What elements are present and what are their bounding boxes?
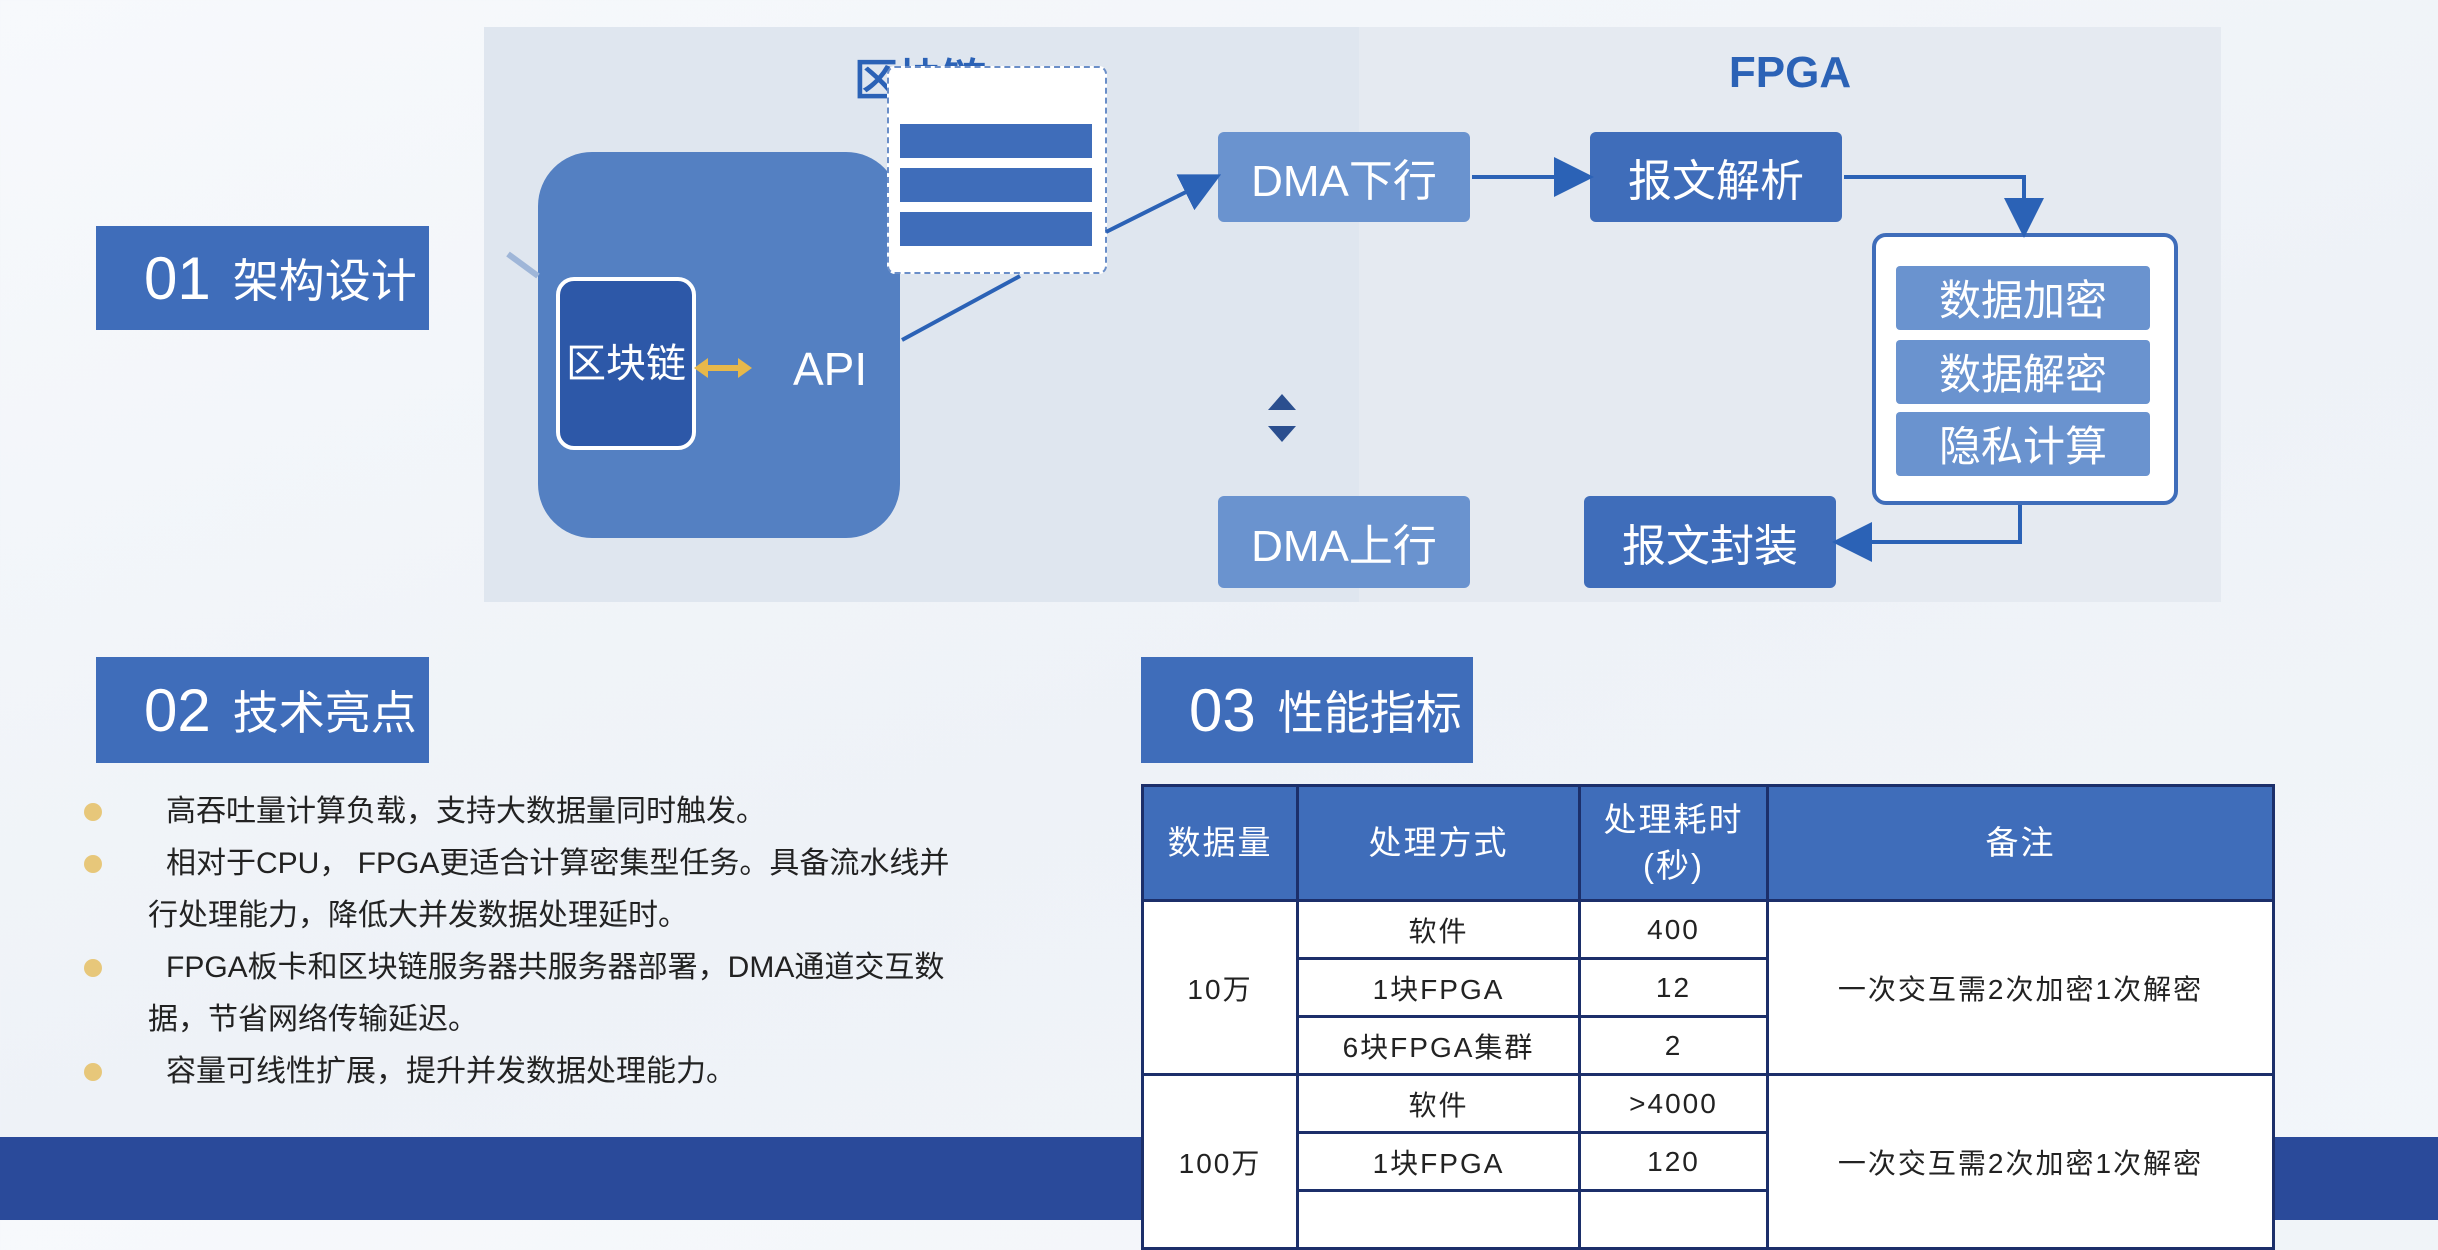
cell-method: 1块FPGA [1296, 957, 1581, 1018]
privacy-compute-node: 隐私计算 [1896, 412, 2150, 476]
cell-note: 一次交互需2次加密1次解密 [1766, 899, 2275, 1076]
table-row: 10万 软件 400 一次交互需2次加密1次解密 [1141, 899, 2275, 1076]
bullet-dot [84, 959, 102, 977]
decrypt-node: 数据解密 [1896, 340, 2150, 404]
highlight-line: 相对于CPU， FPGA更适合计算密集型任务。具备流水线并 [166, 847, 950, 880]
group-to-pack-arrow [1832, 505, 2022, 562]
cell-time: 12 [1578, 957, 1769, 1018]
cell-method: 软件 [1296, 899, 1581, 960]
section-number: 02 [144, 676, 211, 744]
highlight-item: 容量可线性扩展，提升并发数据处理能力。 [166, 1046, 1026, 1098]
bullet-dot [84, 855, 102, 873]
performance-table: 数据量 处理方式 处理耗时 (秒) 备注 10万 软件 400 一次交互需2次加… [1141, 784, 2275, 1250]
cell-method: 1块FPGA [1296, 1131, 1581, 1192]
section-title: 架构设计 [232, 255, 417, 307]
bullet-dot [84, 803, 102, 821]
connector-stub [506, 251, 540, 279]
message-parse-node: 报文解析 [1590, 132, 1842, 222]
diagram-arrows [506, 157, 2044, 562]
header-time-label: 处理耗时 [1603, 801, 1744, 838]
cell-time: >4000 [1578, 1073, 1769, 1134]
section-title: 性能指标 [1277, 687, 1462, 739]
section-number: 01 [144, 244, 211, 312]
section-header-performance: 03 性能指标 [1141, 657, 1473, 763]
blockchain-node: 区块链 [556, 277, 696, 450]
parse-to-group-arrow [1844, 175, 2044, 238]
fpga-title: FPGA [1728, 48, 1852, 97]
section-header-architecture: 01 架构设计 [96, 226, 429, 330]
cell-method: 软件 [1296, 1073, 1581, 1134]
cell-volume: 10万 [1141, 899, 1299, 1076]
highlight-line: FPGA板卡和区块链服务器共服务器部署，DMA通道交互数 [166, 951, 945, 984]
highlight-line: 行处理能力，降低大并发数据处理延时。 [148, 899, 688, 932]
table-row: 1块FPGA 12 [1143, 957, 2274, 1018]
dma-down-node: DMA下行 [1218, 132, 1470, 222]
header-volume: 数据量 [1141, 784, 1299, 902]
cell-time: 2 [1578, 1015, 1769, 1076]
section-header-tech: 02 技术亮点 [96, 657, 429, 763]
highlight-item: FPGA板卡和区块链服务器共服务器部署，DMA通道交互数 据，节省网络传输延迟。 [148, 942, 1028, 1046]
bidirectional-arrow-icon [694, 358, 752, 378]
header-note: 备注 [1766, 784, 2275, 902]
table-row: 1块FPGA 120 [1143, 1131, 2274, 1192]
table-row: 6块FPGA集群 2 [1143, 1015, 2274, 1076]
encrypt-node: 数据加密 [1896, 266, 2150, 330]
api-to-dma-arrow [901, 174, 1222, 342]
highlight-line: 容量可线性扩展，提升并发数据处理能力。 [166, 1055, 736, 1088]
cell-method: 6块FPGA集群 [1296, 1015, 1581, 1076]
highlight-item: 相对于CPU， FPGA更适合计算密集型任务。具备流水线并 行处理能力，降低大并… [148, 838, 1028, 942]
section-number: 03 [1189, 676, 1256, 744]
table-row: 100万 软件 >4000 一次交互需2次加密1次解密 [1141, 1073, 2275, 1250]
header-time: 处理耗时 (秒) [1578, 784, 1769, 902]
api-label: API [793, 343, 868, 395]
bullet-dot [84, 1063, 102, 1081]
message-pack-node: 报文封装 [1584, 496, 1836, 588]
ledger-block-bar [900, 212, 1092, 246]
updown-arrow-icon [1268, 394, 1296, 442]
header-time-unit: (秒) [1643, 847, 1704, 884]
cell-note: 一次交互需2次加密1次解密 [1766, 1073, 2275, 1250]
ledger-block-bar [900, 124, 1092, 158]
ledger-block-bar [900, 168, 1092, 202]
cell-time: 120 [1578, 1131, 1769, 1192]
cell-volume: 100万 [1141, 1073, 1299, 1250]
header-method: 处理方式 [1296, 784, 1581, 902]
highlight-line: 据，节省网络传输延迟。 [148, 1003, 478, 1036]
table-header-row: 数据量 处理方式 处理耗时 (秒) 备注 [1141, 784, 2275, 902]
highlight-item: 高吞吐量计算负载，支持大数据量同时触发。 [166, 786, 1026, 838]
highlight-line: 高吞吐量计算负载，支持大数据量同时触发。 [166, 795, 766, 828]
cell-time: 400 [1578, 899, 1769, 960]
dma-up-node: DMA上行 [1218, 496, 1470, 588]
section-title: 技术亮点 [232, 687, 417, 739]
